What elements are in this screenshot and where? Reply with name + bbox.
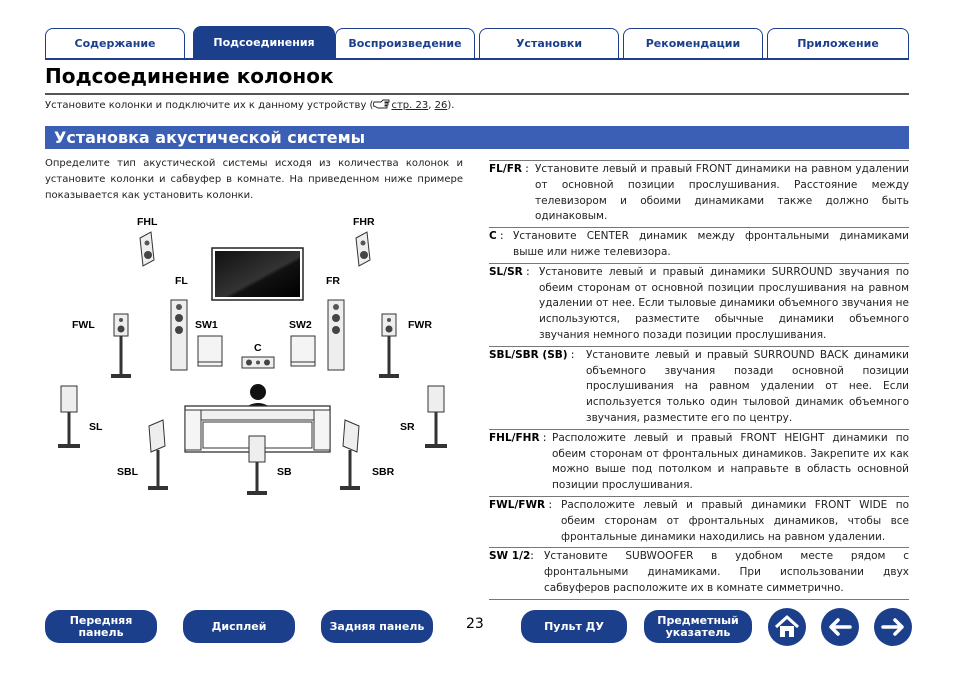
def-fhl-fhr: FHL/FHR : Расположите левый и правый FRO… — [489, 428, 909, 496]
sl-speaker-icon — [58, 385, 80, 448]
left-description: Определите тип акустической системы исхо… — [45, 158, 463, 201]
tab-settings[interactable]: Установки — [479, 28, 619, 58]
label-sr: SR — [400, 421, 415, 433]
sbl-speaker-icon — [148, 419, 168, 490]
tab-appendix[interactable]: Приложение — [767, 28, 909, 58]
title-divider — [45, 93, 909, 95]
label-fl: FL — [175, 275, 188, 287]
speaker-layout-diagram: FHL FHR FL FR FWL FWR SW1 SW2 C SL SR SB… — [45, 210, 463, 500]
label-fhr: FHR — [353, 216, 375, 228]
front-panel-button[interactable]: Передняя панель — [45, 610, 157, 643]
label-fr: FR — [326, 275, 340, 287]
sw1-subwoofer-icon — [197, 335, 223, 367]
term-sep: : — [496, 230, 504, 243]
speaker-layout-illustration — [58, 231, 447, 495]
label-fwl: FWL — [72, 319, 95, 331]
label-sw1: SW1 — [195, 319, 218, 331]
sr-speaker-icon — [425, 385, 447, 448]
speaker-definitions: FL/FR : Установите левый и правый FRONT … — [489, 160, 909, 600]
section-header: Установка акустической системы — [45, 126, 909, 149]
def-c: C : Установите CENTER динамик между фрон… — [489, 227, 909, 263]
sbr-speaker-icon — [340, 419, 360, 490]
def-fl-fr: FL/FR : Установите левый и правый FRONT … — [489, 160, 909, 227]
fwr-speaker-icon — [379, 313, 399, 378]
desc-sl-sr: Установите левый и правый динамики SURRO… — [539, 265, 909, 341]
fl-speaker-icon — [170, 299, 188, 371]
desc-c: Установите CENTER динамик между фронталь… — [513, 230, 909, 258]
label-sbl: SBL — [117, 466, 138, 478]
home-button[interactable] — [768, 608, 806, 646]
desc-fl-fr: Установите левый и правый FRONT динамики… — [535, 163, 909, 223]
label-c: C — [254, 342, 262, 354]
term-sbl-sbr: SBL/SBR (SB) : — [489, 348, 575, 361]
fwl-speaker-icon — [111, 313, 131, 378]
term-sep: : — [539, 431, 547, 444]
def-fwl-fwr: FWL/FWR : Расположите левый и правый дин… — [489, 495, 909, 547]
desc-sw: Установите SUBWOOFER в удобном месте ряд… — [544, 550, 909, 594]
section-title: Установка акустической системы — [54, 128, 366, 147]
index-button[interactable]: Предметный указатель — [644, 610, 752, 643]
home-icon — [774, 615, 800, 637]
def-sw: SW 1/2: Установите SUBWOOFER в удобном м… — [489, 547, 909, 600]
def-sl-sr: SL/SR : Установите левый и правый динами… — [489, 262, 909, 346]
page-title: Подсоединение колонок — [45, 64, 334, 88]
tab-baseline — [45, 58, 909, 60]
intro-text: Установите колонки и подключите их к дан… — [45, 99, 454, 111]
term-sep: : — [530, 550, 534, 563]
intro-separator: , — [428, 100, 435, 111]
desc-fwl-fwr: Расположите левый и правый динамики FRON… — [561, 498, 909, 543]
term-sep: : — [521, 163, 529, 175]
tab-contents[interactable]: Содержание — [45, 28, 185, 58]
tv-icon — [211, 247, 304, 301]
term-sep: : — [545, 498, 553, 511]
label-sbr: SBR — [372, 466, 395, 478]
label-sw2: SW2 — [289, 319, 312, 331]
term-fl-fr: FL/FR : — [489, 163, 529, 175]
tab-tips[interactable]: Рекомендации — [623, 28, 763, 58]
intro-sentence: Установите колонки и подключите их к дан… — [45, 100, 374, 111]
term-sl-sr: SL/SR : — [489, 265, 530, 278]
page-number: 23 — [466, 616, 484, 632]
back-button[interactable] — [821, 608, 859, 646]
intro-end: ). — [447, 100, 455, 111]
fhr-speaker-icon — [355, 231, 371, 267]
sb-speaker-icon — [247, 435, 267, 495]
label-sb: SB — [277, 466, 292, 478]
pointing-hand-icon — [373, 99, 390, 109]
fhl-speaker-icon — [139, 231, 155, 267]
term-fhl-fhr: FHL/FHR : — [489, 431, 547, 444]
tab-playback[interactable]: Воспроизведение — [335, 28, 475, 58]
forward-button[interactable] — [874, 608, 912, 646]
def-sbl-sbr: SBL/SBR (SB) : Установите левый и правый… — [489, 345, 909, 429]
arrow-left-icon — [829, 618, 852, 636]
label-sl: SL — [89, 421, 103, 433]
tab-connections[interactable]: Подсоединения — [193, 26, 335, 58]
page-link-23[interactable]: стр. 23 — [391, 100, 429, 111]
label-fhl: FHL — [137, 216, 158, 228]
desc-fhl-fhr: Расположите левый и правый FRONT HEIGHT … — [552, 431, 909, 492]
term-sep: : — [522, 265, 530, 278]
term-fwl-fwr: FWL/FWR : — [489, 498, 553, 511]
fr-speaker-icon — [327, 299, 345, 371]
term-sep: : — [567, 348, 575, 361]
page-link-26[interactable]: 26 — [434, 100, 448, 111]
term-c: C : — [489, 230, 504, 243]
desc-sbl-sbr: Установите левый и правый SURROUND BACK … — [586, 348, 909, 424]
top-tabs: Содержание Подсоединения Воспроизведение… — [45, 26, 909, 60]
rear-panel-button[interactable]: Задняя панель — [321, 610, 433, 643]
display-button[interactable]: Дисплей — [183, 610, 295, 643]
arrow-right-icon — [881, 618, 904, 636]
sw2-subwoofer-icon — [290, 335, 316, 367]
remote-control-button[interactable]: Пульт ДУ — [521, 610, 627, 643]
term-sw: SW 1/2: — [489, 550, 534, 563]
center-speaker-icon — [241, 356, 275, 369]
label-fwr: FWR — [408, 319, 432, 331]
